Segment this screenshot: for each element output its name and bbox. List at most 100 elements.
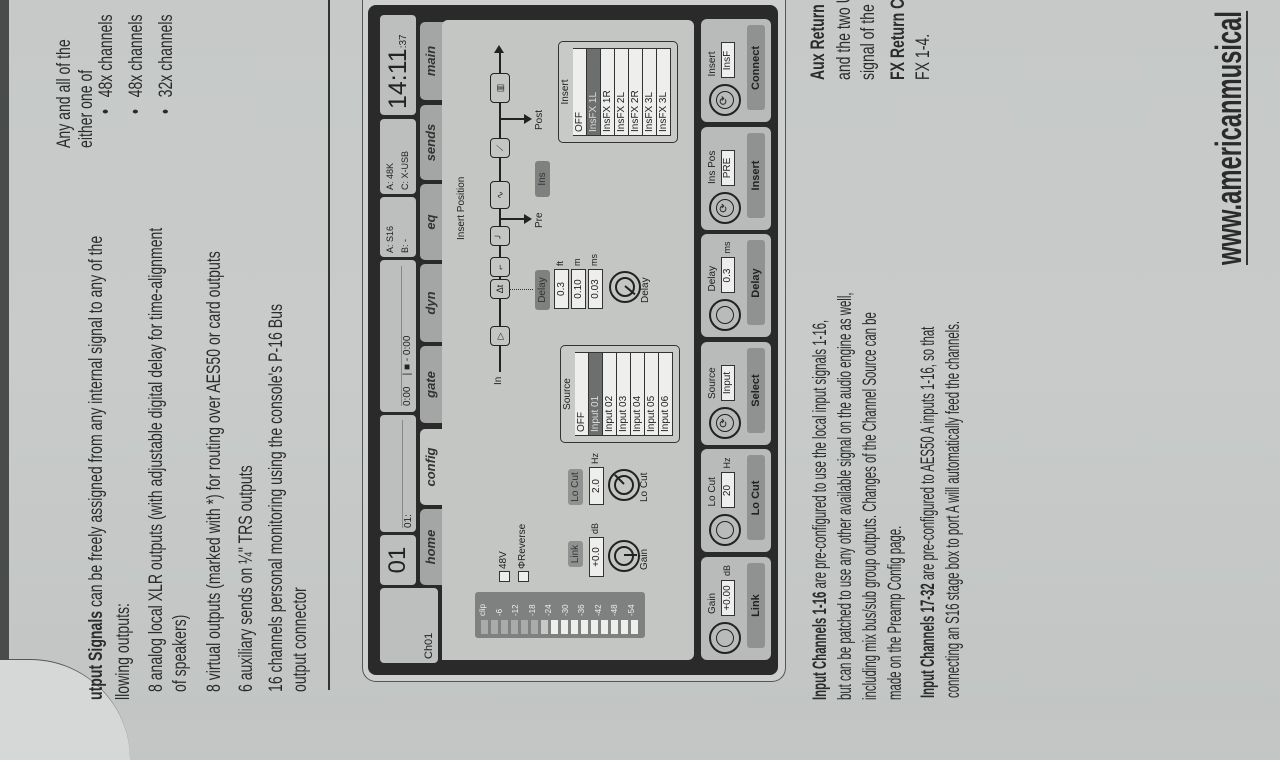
meter-segment bbox=[611, 620, 618, 634]
p1-line: but can be patched to use any other avai… bbox=[835, 292, 856, 700]
transport-cell[interactable]: 0:00 | ■ - 0:00 bbox=[380, 260, 416, 412]
gain-unit: dB bbox=[590, 522, 600, 534]
meter-label: -48 bbox=[610, 604, 619, 616]
tab-home[interactable]: home bbox=[420, 509, 444, 585]
list-option[interactable]: InsFX 2R bbox=[629, 48, 643, 136]
list-option[interactable]: Input 01 bbox=[589, 352, 603, 436]
output-signals-intro: utput Signals can be freely assigned fro… bbox=[86, 236, 108, 700]
encoder-button[interactable]: Link bbox=[747, 563, 765, 648]
list-option[interactable]: Input 02 bbox=[603, 352, 617, 436]
tab-main[interactable]: main bbox=[420, 22, 444, 100]
p2-line: connecting an S16 stage box to port A wi… bbox=[943, 320, 964, 698]
meter-label: -24 bbox=[544, 604, 553, 616]
insert-position-title: Insert Position bbox=[456, 176, 467, 240]
list-option[interactable]: InsFX 1R bbox=[601, 48, 615, 136]
encoder-value: PRE bbox=[721, 150, 735, 186]
knob-inner bbox=[716, 629, 734, 647]
delay-ms[interactable]: 0.03 bbox=[588, 269, 603, 309]
p1-bold: Input Channels 1-16 bbox=[810, 591, 831, 700]
encoder-value: 0.3 bbox=[721, 257, 735, 294]
list-option[interactable]: InsFX 3L bbox=[643, 48, 657, 136]
reverse-checkbox[interactable] bbox=[518, 571, 529, 582]
gain-knob-label: Gain bbox=[639, 548, 650, 570]
aux-line: and the two USB bbox=[834, 0, 855, 80]
list-item-cont: output connector bbox=[290, 587, 311, 692]
list-option[interactable]: InsFX 1L bbox=[587, 48, 601, 136]
link-button[interactable]: Link bbox=[568, 541, 583, 567]
p2-bold: Input Channels 17-32 bbox=[918, 583, 939, 698]
delay-block: Δt bbox=[490, 279, 510, 299]
list-option[interactable]: InsFX 3L bbox=[657, 48, 671, 136]
delay-meters-unit: m bbox=[572, 258, 582, 267]
clock-seconds: :37 bbox=[398, 34, 409, 49]
delay-meters[interactable]: 0.10 bbox=[571, 269, 586, 309]
locut-knob[interactable] bbox=[608, 469, 640, 501]
tab-eq[interactable]: eq bbox=[420, 184, 444, 260]
gain-value[interactable]: +0.0 bbox=[589, 537, 604, 577]
locut-filter-icon: ⌐ bbox=[490, 257, 510, 277]
encoder-button[interactable]: Lo Cut bbox=[747, 455, 765, 541]
level-meter: clip-6-12-18-24-30-36-42-48-54 bbox=[475, 592, 645, 638]
p1-line: are pre-configured to use the local inpu… bbox=[810, 319, 831, 592]
delay-button[interactable]: Delay bbox=[535, 270, 550, 310]
locut-button[interactable]: Lo Cut bbox=[568, 469, 583, 505]
paragraph-input-17-32: Input Channels 17-32 are pre-configured … bbox=[918, 327, 940, 698]
encoder-label: Delay bbox=[707, 265, 718, 292]
eq-wave-icon: ∿ bbox=[490, 181, 510, 209]
encoder-knob-icon[interactable] bbox=[709, 514, 741, 547]
divider bbox=[328, 0, 330, 690]
encoder-button[interactable]: Select bbox=[747, 348, 765, 433]
list-option[interactable]: OFF bbox=[573, 48, 587, 136]
rotate-encoder-icon[interactable]: ⟳ bbox=[709, 407, 741, 439]
meter-label: -36 bbox=[577, 604, 586, 616]
channel-name-cell[interactable]: Ch01 bbox=[380, 588, 438, 663]
list-option[interactable]: Input 03 bbox=[617, 352, 631, 436]
tab-gate[interactable]: gate bbox=[420, 346, 444, 423]
locut-unit: Hz bbox=[590, 453, 600, 464]
rotate-encoder-icon[interactable]: ⟳ bbox=[709, 84, 741, 117]
gain-knob[interactable] bbox=[608, 540, 640, 572]
stop-icon[interactable]: ■ bbox=[402, 363, 413, 371]
tab-dyn[interactable]: dyn bbox=[420, 264, 444, 342]
phantom-48v-checkbox[interactable] bbox=[499, 571, 510, 582]
fader-meter-icon: ▥ bbox=[490, 73, 510, 103]
list-option[interactable]: InsFX 2L bbox=[615, 48, 629, 136]
p1-line: including mix bus/sub group outputs. Cha… bbox=[860, 312, 881, 700]
phantom-48v-label: 48V bbox=[498, 551, 509, 569]
meter-segment bbox=[591, 620, 598, 634]
rotate-encoder-icon[interactable]: ⟳ bbox=[709, 192, 741, 224]
list-option[interactable]: Input 05 bbox=[645, 352, 659, 436]
insert-list-title: Insert bbox=[560, 79, 571, 105]
delay-feet[interactable]: 0.3 bbox=[554, 269, 569, 309]
delay-knob[interactable] bbox=[609, 271, 641, 303]
list-item: 16 channels personal monitoring using th… bbox=[266, 303, 287, 692]
meter-label: -54 bbox=[626, 604, 636, 616]
locut-value[interactable]: 2.0 bbox=[589, 467, 604, 505]
list-option[interactable]: Input 04 bbox=[631, 352, 645, 436]
list-option[interactable]: Input 06 bbox=[659, 352, 673, 436]
intro-text: can be freely assigned from any internal… bbox=[86, 235, 107, 611]
clock: 14:11:37 bbox=[380, 15, 416, 115]
meter-segment bbox=[501, 620, 508, 634]
tab-sends[interactable]: sends bbox=[420, 105, 444, 180]
list-item: 8 analog local XLR outputs (with adjusta… bbox=[146, 227, 167, 692]
encoder-unit: dB bbox=[722, 564, 732, 576]
encoder-knob-icon[interactable] bbox=[709, 622, 741, 654]
encoder-button[interactable]: Connect bbox=[747, 25, 765, 111]
status-card: C: X-USB bbox=[400, 150, 410, 190]
encoder-button[interactable]: Insert bbox=[747, 133, 765, 218]
encoder-value: Input bbox=[721, 365, 735, 401]
list-option[interactable]: OFF bbox=[575, 352, 589, 436]
website-url[interactable]: www.americanmusical bbox=[1208, 11, 1249, 265]
encoder-button[interactable]: Delay bbox=[747, 240, 765, 326]
encoder-knob-icon[interactable] bbox=[709, 299, 741, 332]
insert-enable-button[interactable]: Ins bbox=[535, 161, 550, 197]
